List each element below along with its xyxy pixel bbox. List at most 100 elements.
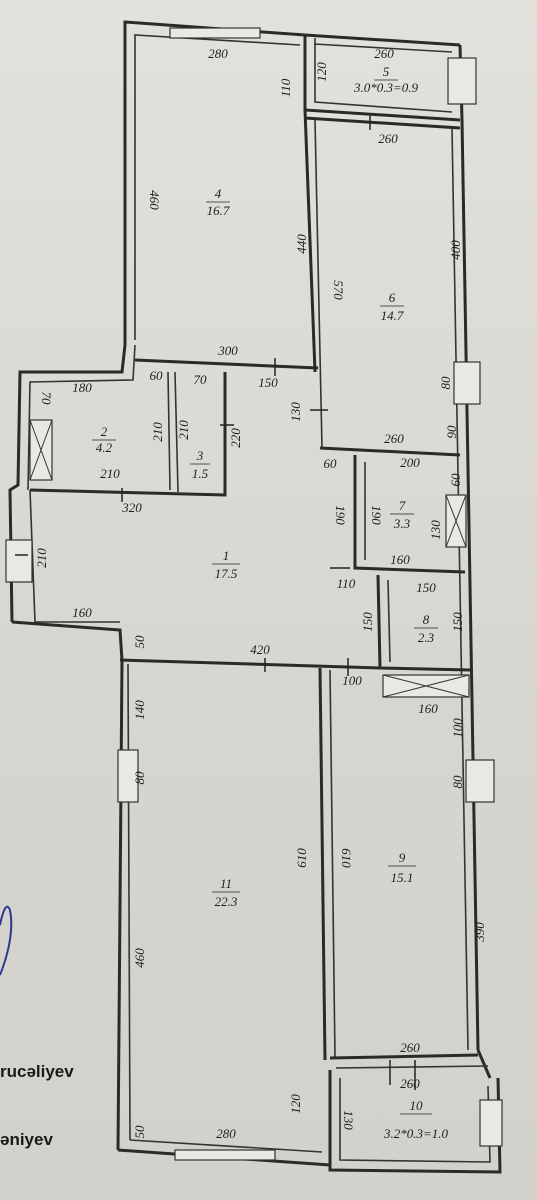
dimension-label: 260 bbox=[374, 46, 394, 61]
dimension-label: 100 bbox=[450, 718, 465, 738]
dimension-label: 110 bbox=[337, 576, 356, 591]
dimension-label: 130 bbox=[341, 1110, 356, 1130]
room-7-label: 7 3.3 bbox=[390, 498, 414, 531]
dimension-label: 160 bbox=[72, 605, 92, 620]
room-labels: 4 16.7 5 3.0*0.3=0.9 6 14.7 2 4.2 3 1.5 … bbox=[92, 64, 449, 1141]
dimension-label: 80 bbox=[132, 771, 147, 785]
signature-name-2: əniyev bbox=[0, 1130, 53, 1149]
dimension-label: 400 bbox=[448, 240, 463, 260]
room-7-area: 3.3 bbox=[393, 516, 411, 531]
dimension-label: 190 bbox=[369, 505, 384, 525]
room-2-number: 2 bbox=[101, 424, 108, 439]
dimension-label: 210 bbox=[100, 466, 120, 481]
room-3-label: 3 1.5 bbox=[190, 448, 210, 481]
room-10-label: 10 3.2*0.3=1.0 bbox=[383, 1098, 449, 1141]
dimension-label: 120 bbox=[314, 62, 329, 82]
dimension-label: 190 bbox=[333, 505, 348, 525]
vent-shafts bbox=[29, 419, 470, 698]
dimension-label: 80 bbox=[450, 775, 465, 789]
room-4-label: 4 16.7 bbox=[206, 186, 230, 218]
room-5-area: 3.0*0.3=0.9 bbox=[353, 80, 419, 95]
room-5-number: 5 bbox=[383, 64, 390, 79]
room-8-number: 8 bbox=[423, 612, 430, 627]
dimension-label: 300 bbox=[217, 343, 238, 358]
room-2-label: 2 4.2 bbox=[92, 424, 116, 455]
room-9-label: 9 15.1 bbox=[388, 850, 416, 885]
dimension-label: 50 bbox=[132, 635, 147, 649]
dimension-label: 90 bbox=[444, 425, 459, 439]
dimension-label: 100 bbox=[342, 673, 362, 688]
dimension-label: 260 bbox=[384, 431, 404, 446]
dimension-label: 460 bbox=[147, 190, 162, 210]
dimension-label: 280 bbox=[216, 1126, 236, 1141]
dimension-label: 60 bbox=[324, 456, 338, 471]
room-8-label: 8 2.3 bbox=[414, 612, 438, 645]
room-9-area: 15.1 bbox=[391, 870, 414, 885]
signature-name-1: rucəliyev bbox=[0, 1062, 74, 1081]
dimension-label: 50 bbox=[132, 1125, 147, 1139]
dimension-label: 80 bbox=[438, 376, 453, 390]
room-7-number: 7 bbox=[399, 498, 406, 513]
dimension-label: 130 bbox=[288, 402, 303, 422]
room-6-label: 6 14.7 bbox=[380, 290, 404, 323]
room-6-area: 14.7 bbox=[381, 308, 404, 323]
vent-shaft-room-9 bbox=[382, 674, 470, 698]
dimension-label: 210 bbox=[176, 420, 191, 440]
window-room-11-bottom bbox=[174, 1149, 276, 1161]
room-1-label: 1 17.5 bbox=[212, 548, 240, 581]
dimension-label: 460 bbox=[132, 948, 147, 968]
room-11-area: 22.3 bbox=[215, 894, 238, 909]
dimension-label: 140 bbox=[132, 700, 147, 720]
dimension-label: 280 bbox=[208, 46, 228, 61]
dimension-label: 420 bbox=[250, 642, 270, 657]
dimension-label: 390 bbox=[472, 922, 487, 943]
room-11-label: 11 22.3 bbox=[212, 876, 240, 909]
dimension-label: 180 bbox=[72, 380, 92, 395]
dimension-label: 70 bbox=[194, 372, 208, 387]
dimension-label: 210 bbox=[150, 422, 165, 442]
room-4-number: 4 bbox=[215, 186, 222, 201]
dimension-label: 610 bbox=[339, 848, 354, 868]
door-marks bbox=[15, 115, 416, 1090]
dimension-label: 60 bbox=[150, 368, 164, 383]
windows bbox=[5, 27, 503, 1161]
dimension-label: 260 bbox=[378, 131, 398, 146]
dimension-label: 150 bbox=[258, 375, 278, 390]
signature-area: rucəliyev əniyev bbox=[0, 905, 74, 1149]
dimension-label: 210 bbox=[34, 548, 49, 568]
room-3-area: 1.5 bbox=[192, 466, 209, 481]
window-room-11 bbox=[117, 749, 139, 803]
outer-walls bbox=[8, 20, 502, 1174]
dimension-label: 150 bbox=[450, 612, 465, 632]
dimension-label: 130 bbox=[428, 520, 443, 540]
room-9-number: 9 bbox=[399, 850, 406, 865]
dimension-label: 220 bbox=[228, 428, 243, 448]
dimension-label: 150 bbox=[416, 580, 436, 595]
room-1-area: 17.5 bbox=[215, 566, 238, 581]
dimension-label: 610 bbox=[294, 848, 309, 868]
room-3-number: 3 bbox=[196, 448, 204, 463]
room-5-label: 5 3.0*0.3=0.9 bbox=[353, 64, 419, 95]
pen-scribble-icon bbox=[0, 905, 13, 976]
dimension-label: 570 bbox=[331, 280, 346, 300]
room-11-number: 11 bbox=[220, 876, 232, 891]
dimension-label: 160 bbox=[390, 552, 410, 567]
room-4-area: 16.7 bbox=[207, 203, 230, 218]
dimension-label: 260 bbox=[400, 1076, 420, 1091]
dimension-label: 200 bbox=[400, 455, 420, 470]
window-room-9 bbox=[465, 759, 495, 803]
dimension-label: 110 bbox=[278, 78, 293, 97]
vent-shaft-room-7 bbox=[445, 494, 467, 548]
dimension-label: 60 bbox=[448, 473, 463, 487]
dimension-label: 150 bbox=[360, 612, 375, 632]
window-room-1 bbox=[5, 539, 33, 583]
room-10-area: 3.2*0.3=1.0 bbox=[383, 1126, 449, 1141]
window-room-5 bbox=[447, 57, 477, 105]
dimension-label: 120 bbox=[288, 1094, 303, 1114]
dimension-label: 260 bbox=[400, 1040, 420, 1055]
vent-shaft-room-2 bbox=[29, 419, 53, 481]
dimension-label: 320 bbox=[121, 500, 142, 515]
room-2-area: 4.2 bbox=[96, 440, 113, 455]
